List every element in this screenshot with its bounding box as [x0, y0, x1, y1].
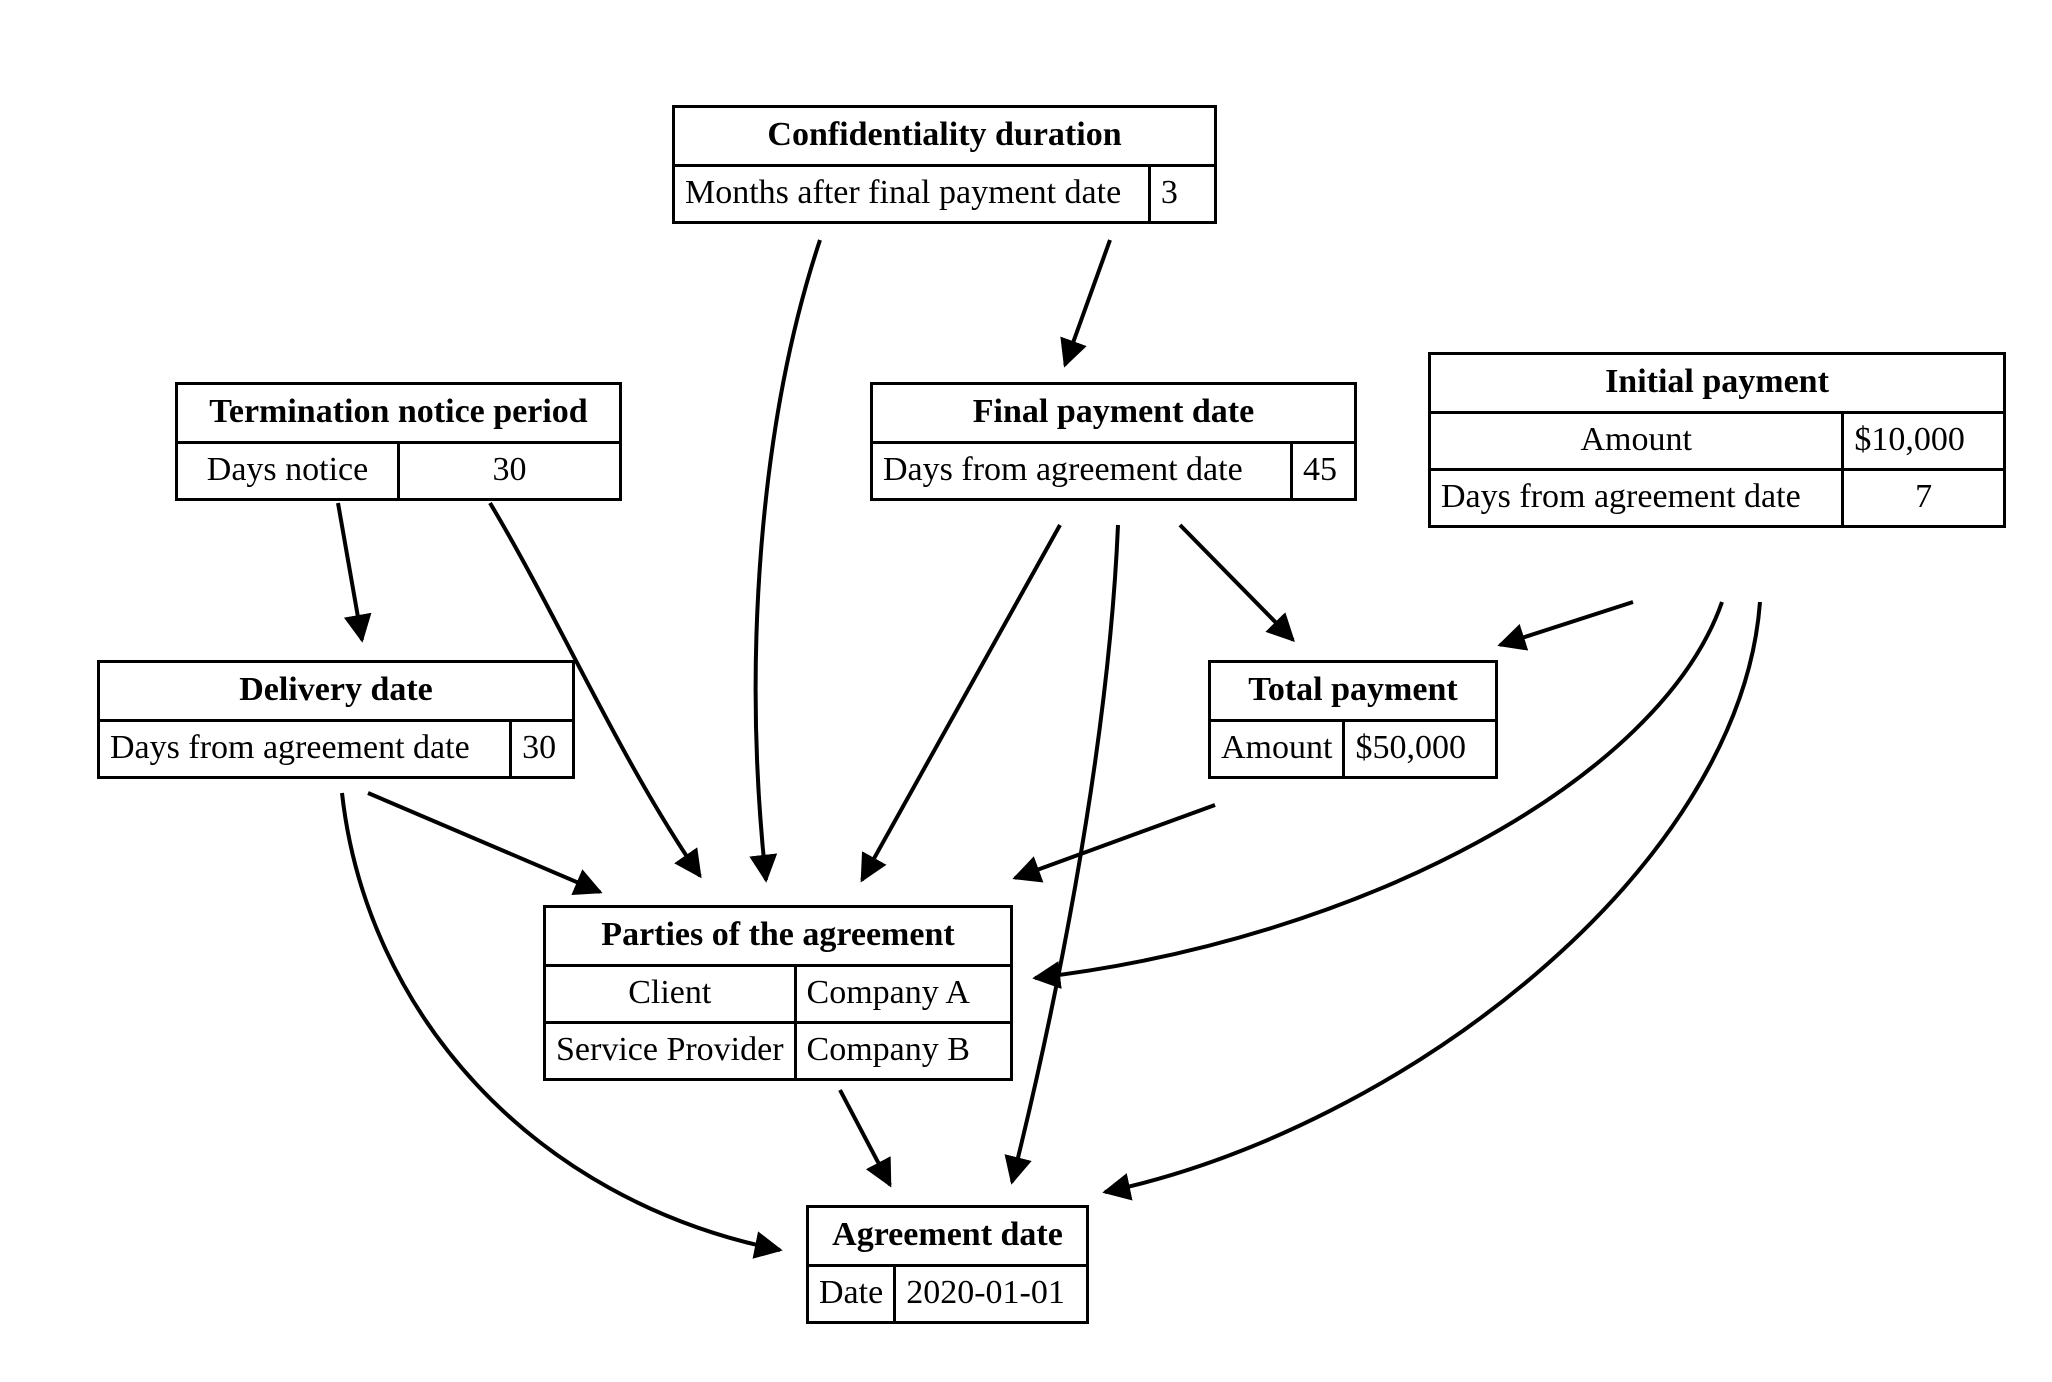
row-value: 2020-01-01 [893, 1267, 1086, 1321]
node-delivery-date[interactable]: Delivery date Days from agreement date 3… [97, 660, 575, 779]
row-value: $10,000 [1841, 414, 2003, 470]
node-final-payment-date[interactable]: Final payment date Days from agreement d… [870, 382, 1357, 501]
edge-initial-payment-to-parties [1032, 601, 1724, 989]
table-row: Amount $50,000 [1211, 722, 1495, 776]
node-title: Total payment [1211, 663, 1495, 722]
row-value: Company A [793, 967, 1010, 1023]
node-rows: Client Company A Service Provider Compan… [546, 967, 1010, 1078]
table-row: Months after final payment date 3 [675, 167, 1214, 221]
row-value: 45 [1289, 444, 1354, 498]
node-title: Final payment date [873, 385, 1354, 444]
node-rows: Amount $10,000 Days from agreement date … [1431, 414, 2003, 525]
row-value: 30 [397, 444, 619, 498]
table-row: Date 2020-01-01 [809, 1267, 1086, 1321]
table-row: Service Provider Company B [546, 1021, 1010, 1078]
node-agreement-date[interactable]: Agreement date Date 2020-01-01 [806, 1205, 1089, 1324]
row-key: Days from agreement date [110, 729, 470, 766]
node-initial-payment[interactable]: Initial payment Amount $10,000 Days from… [1428, 352, 2006, 528]
table-row: Client Company A [546, 967, 1010, 1023]
node-title: Termination notice period [178, 385, 619, 444]
edge-delivery-to-parties [367, 791, 603, 895]
table-row: Days from agreement date 30 [100, 722, 572, 776]
node-rows: Days from agreement date 45 [873, 444, 1354, 498]
edge-confidentiality-to-parties [749, 239, 822, 883]
row-key: Days from agreement date [1431, 468, 1843, 525]
row-key: Amount [1221, 729, 1333, 766]
row-key: Date [819, 1274, 884, 1311]
edge-confidentiality-to-final-payment [1060, 239, 1112, 368]
edge-total-payment-to-parties [1012, 803, 1216, 883]
node-rows: Days notice 30 [178, 444, 619, 498]
edge-final-payment-to-parties [860, 524, 1062, 883]
edge-initial-payment-to-total-payment [1497, 600, 1634, 651]
node-title: Delivery date [100, 663, 572, 722]
row-value: $50,000 [1342, 722, 1495, 776]
table-row: Amount $10,000 [1431, 414, 2003, 470]
node-confidentiality-duration[interactable]: Confidentiality duration Months after fi… [672, 105, 1217, 224]
row-value: 3 [1147, 167, 1214, 221]
table-row: Days from agreement date 45 [873, 444, 1354, 498]
node-title: Parties of the agreement [546, 908, 1010, 967]
row-key: Days notice [206, 451, 369, 488]
edge-final-payment-to-total-payment [1178, 523, 1295, 642]
row-value: 30 [509, 722, 572, 776]
row-value: 7 [1841, 468, 2003, 525]
row-key: Amount [1580, 421, 1692, 458]
row-key: Service Provider [546, 1021, 796, 1078]
table-row: Days from agreement date 7 [1431, 468, 2003, 525]
edge-termination-to-delivery [336, 502, 372, 643]
node-rows: Amount $50,000 [1211, 722, 1495, 776]
row-value: Company B [793, 1021, 1010, 1078]
row-key: Days from agreement date [883, 451, 1243, 488]
node-rows: Months after final payment date 3 [675, 167, 1214, 221]
node-title: Confidentiality duration [675, 108, 1214, 167]
node-termination-notice-period[interactable]: Termination notice period Days notice 30 [175, 382, 622, 501]
node-title: Initial payment [1431, 355, 2003, 414]
edge-parties-to-agreement-date [838, 1089, 892, 1188]
node-parties-of-the-agreement[interactable]: Parties of the agreement Client Company … [543, 905, 1013, 1081]
row-key: Client [628, 974, 712, 1011]
table-row: Days notice 30 [178, 444, 619, 498]
node-total-payment[interactable]: Total payment Amount $50,000 [1208, 660, 1498, 779]
node-title: Agreement date [809, 1208, 1086, 1267]
node-rows: Days from agreement date 30 [100, 722, 572, 776]
row-key: Months after final payment date [685, 174, 1122, 211]
edge-final-payment-to-agreement-date [1004, 524, 1120, 1185]
node-rows: Date 2020-01-01 [809, 1267, 1086, 1321]
